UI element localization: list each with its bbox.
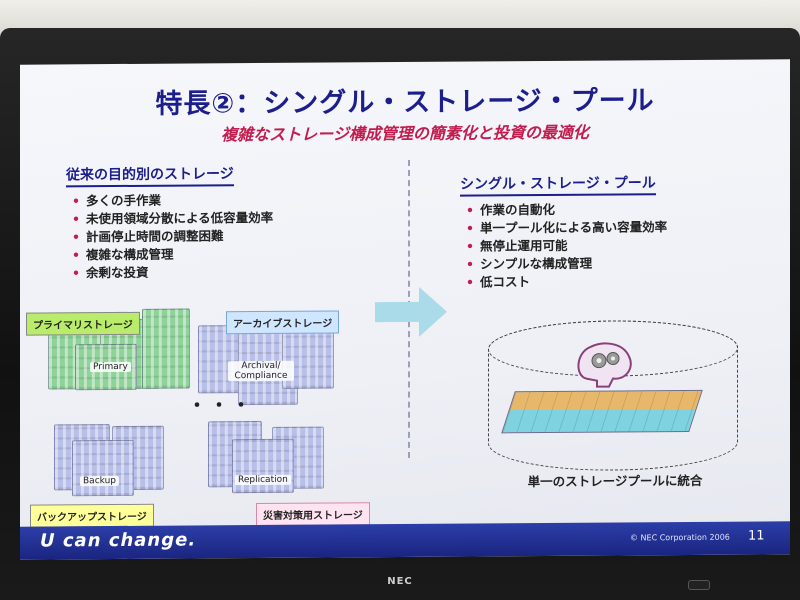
arrow-right-icon <box>375 286 447 337</box>
list-item: •単一プール化による高い容量効率 <box>466 219 668 236</box>
slide-title: 特長②：シングル・ストレージ・プール <box>155 85 655 120</box>
bullet-icon: • <box>466 238 474 254</box>
list-item: •シンプルな構成管理 <box>466 255 593 272</box>
monitor-brand-logo: NEC <box>387 576 413 587</box>
list-item: •計画停止時間の調整困難 <box>72 228 224 245</box>
bullet-icon: • <box>466 202 474 218</box>
list-item: •複雑な構成管理 <box>72 246 174 263</box>
bullet-icon: • <box>466 220 474 236</box>
left-heading: 従来の目的別のストレージ <box>66 163 234 188</box>
backup-server-label: Backup <box>80 475 119 487</box>
primary-server-icon <box>142 308 190 389</box>
bullet-icon: • <box>72 211 80 227</box>
bullet-icon: • <box>466 256 474 272</box>
footer-slogan: U can change. <box>40 529 197 552</box>
right-bullet-list: •作業の自動化 •単一プール化による高い容量効率 •無停止運用可能 •シンプルな… <box>466 200 667 291</box>
list-item: •多くの手作業 <box>72 192 162 209</box>
list-item: •余剰な投資 <box>72 264 149 281</box>
archive-storage-tag: アーカイブストレージ <box>226 310 340 335</box>
list-item: •無停止運用可能 <box>466 237 568 254</box>
list-item: •低コスト <box>466 274 531 290</box>
slide-screen: 特長②：シングル・ストレージ・プール 複雑なストレージ構成管理の簡素化と投資の最… <box>20 59 790 560</box>
list-item: •作業の自動化 <box>466 201 556 218</box>
slide-footer: U can change. © NEC Corporation 2006 11 <box>20 521 790 560</box>
bullet-icon: • <box>466 274 474 290</box>
storage-pool-block <box>501 389 703 434</box>
disaster-storage-tag: 災害対策用ストレージ <box>256 502 370 527</box>
left-bullet-list: •多くの手作業 •未使用領域分散による低容量効率 •計画停止時間の調整困難 •複… <box>72 191 273 282</box>
monitor-sensor-icon <box>688 580 710 590</box>
ellipsis: ・・・ <box>188 395 254 417</box>
bullet-icon: • <box>72 247 80 263</box>
storage-pool-caption: 単一のストレージプールに統合 <box>527 472 703 490</box>
archive-server-label: Archival/ Compliance <box>228 360 294 382</box>
brain-gears-icon <box>577 342 632 388</box>
page-number: 11 <box>748 528 765 544</box>
primary-server-label: Primary <box>90 361 131 373</box>
bullet-icon: • <box>72 193 80 209</box>
footer-copyright: © NEC Corporation 2006 <box>630 532 730 543</box>
primary-storage-tag: プライマリストレージ <box>26 311 140 336</box>
right-heading: シングル・ストレージ・プール <box>460 172 656 197</box>
bullet-icon: • <box>72 229 80 245</box>
backup-server-icon <box>72 439 134 497</box>
bullet-icon: • <box>72 265 80 281</box>
backup-storage-tag: バックアップストレージ <box>30 503 154 528</box>
slide-subtitle: 複雑なストレージ構成管理の簡素化と投資の最適化 <box>221 122 589 145</box>
list-item: •未使用領域分散による低容量効率 <box>72 209 274 227</box>
replication-server-label: Replication <box>235 474 291 486</box>
